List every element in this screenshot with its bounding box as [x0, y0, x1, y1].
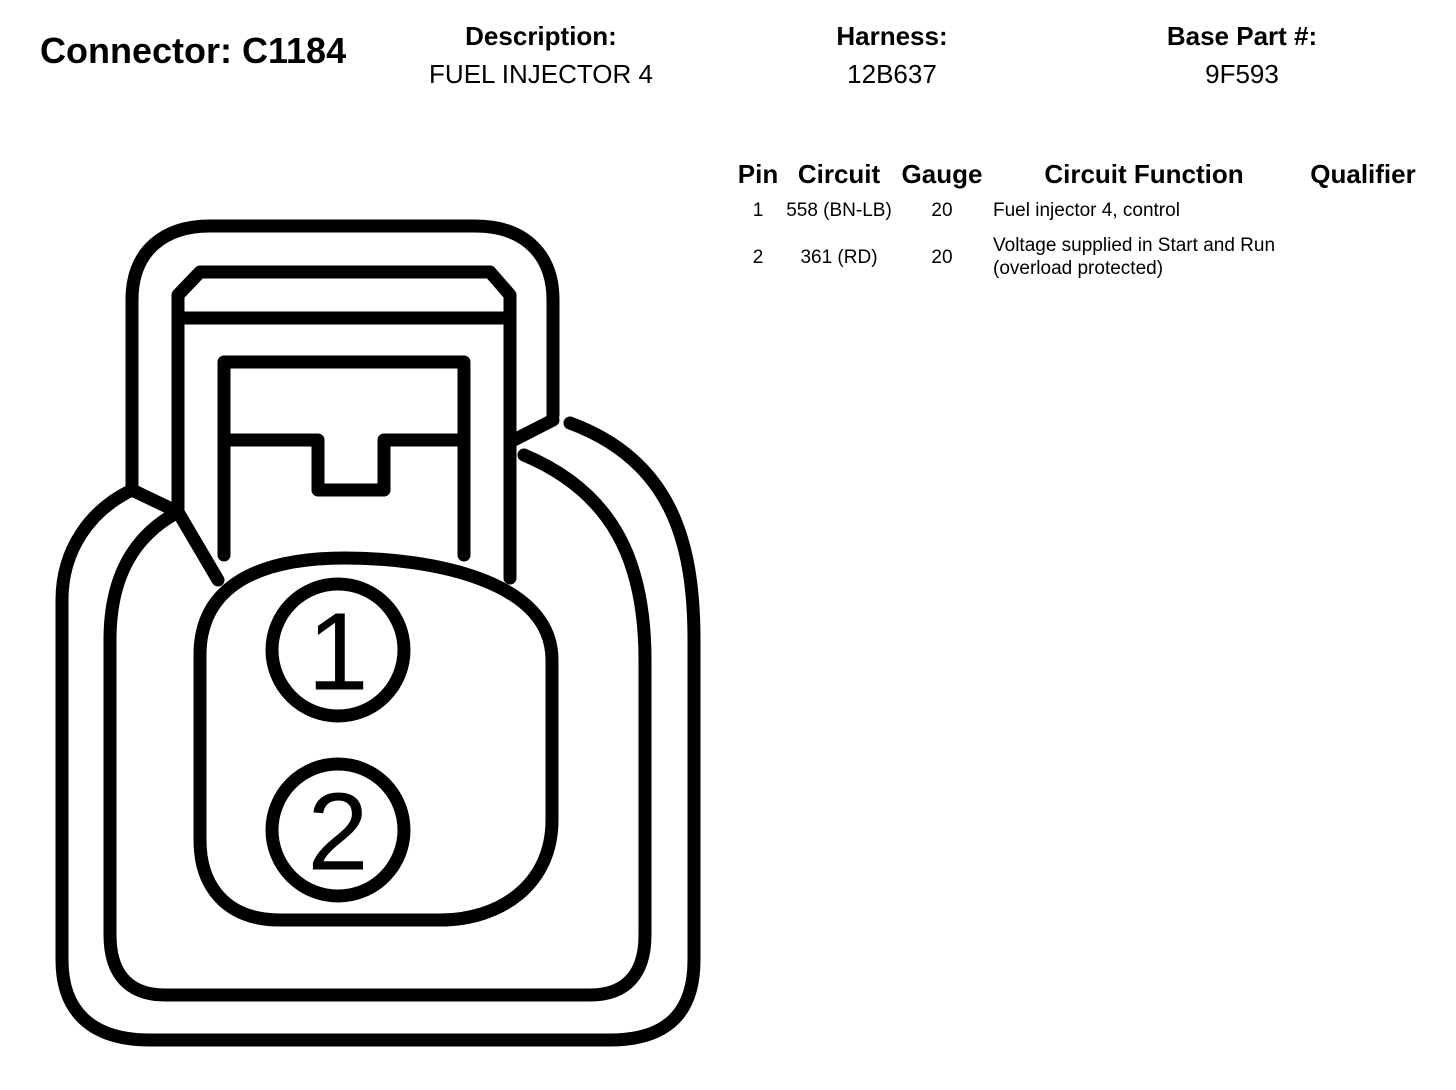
connector-outer-shell: [55, 219, 701, 1047]
description-field: Description: FUEL INJECTOR 4: [410, 20, 672, 90]
base-part-label: Base Part #:: [1166, 21, 1318, 51]
table-row: 2 361 (RD) 20 Voltage supplied in Start …: [733, 228, 1427, 286]
connector-title: Connector: C1184: [40, 30, 347, 71]
qualifier-cell: [1299, 193, 1427, 228]
latch-tab: [217, 433, 471, 497]
column-header-gauge: Gauge: [901, 158, 983, 189]
table-header-row: Pin Circuit Gauge Circuit Function Quali…: [733, 155, 1427, 193]
description-label: Description:: [465, 21, 617, 51]
column-header-circuit: Circuit: [797, 158, 881, 189]
shell-joint-right: [507, 413, 560, 447]
connector-face-diagram: 1 2: [55, 219, 701, 1047]
harness-value: 12B637: [847, 59, 937, 89]
pin-1-circle: [265, 577, 411, 723]
harness-field: Harness: 12B637: [792, 20, 992, 90]
base-part-value: 9F593: [1205, 59, 1279, 89]
base-part-field: Base Part #: 9F593: [1122, 20, 1362, 90]
shell-joint-left: [125, 483, 185, 519]
connector-inner-shell: [103, 448, 652, 1002]
pin-1-label: 1: [307, 591, 368, 714]
pin-cavity-body: [193, 551, 559, 927]
column-header-pin: Pin: [737, 158, 779, 189]
gauge-cell: 20: [931, 200, 953, 221]
harness-label: Harness:: [836, 21, 948, 51]
description-value: FUEL INJECTOR 4: [429, 59, 653, 89]
qualifier-cell: [1299, 228, 1427, 286]
column-header-qualifier: Qualifier: [1310, 158, 1416, 189]
table-row: 1 558 (BN-LB) 20 Fuel injector 4, contro…: [733, 193, 1427, 228]
circuit-cell: 361 (RD): [800, 246, 878, 268]
circuit-function-cell: Voltage supplied in Start and Run (overl…: [993, 235, 1276, 279]
latch-body: [171, 265, 517, 585]
column-header-circuit-function: Circuit Function: [1044, 158, 1244, 189]
circuit-cell: 558 (BN-LB): [786, 200, 892, 221]
pin-table: Pin Circuit Gauge Circuit Function Quali…: [733, 155, 1427, 286]
latch-window: [217, 355, 471, 562]
pin-2-label: 2: [307, 771, 368, 894]
gauge-cell: 20: [931, 246, 953, 268]
latch-left-edge: [171, 505, 225, 587]
circuit-function-cell: Fuel injector 4, control: [993, 200, 1180, 221]
pin-cell: 1: [752, 200, 764, 221]
pin-cell: 2: [752, 246, 764, 268]
pin-2-circle: [265, 757, 411, 903]
